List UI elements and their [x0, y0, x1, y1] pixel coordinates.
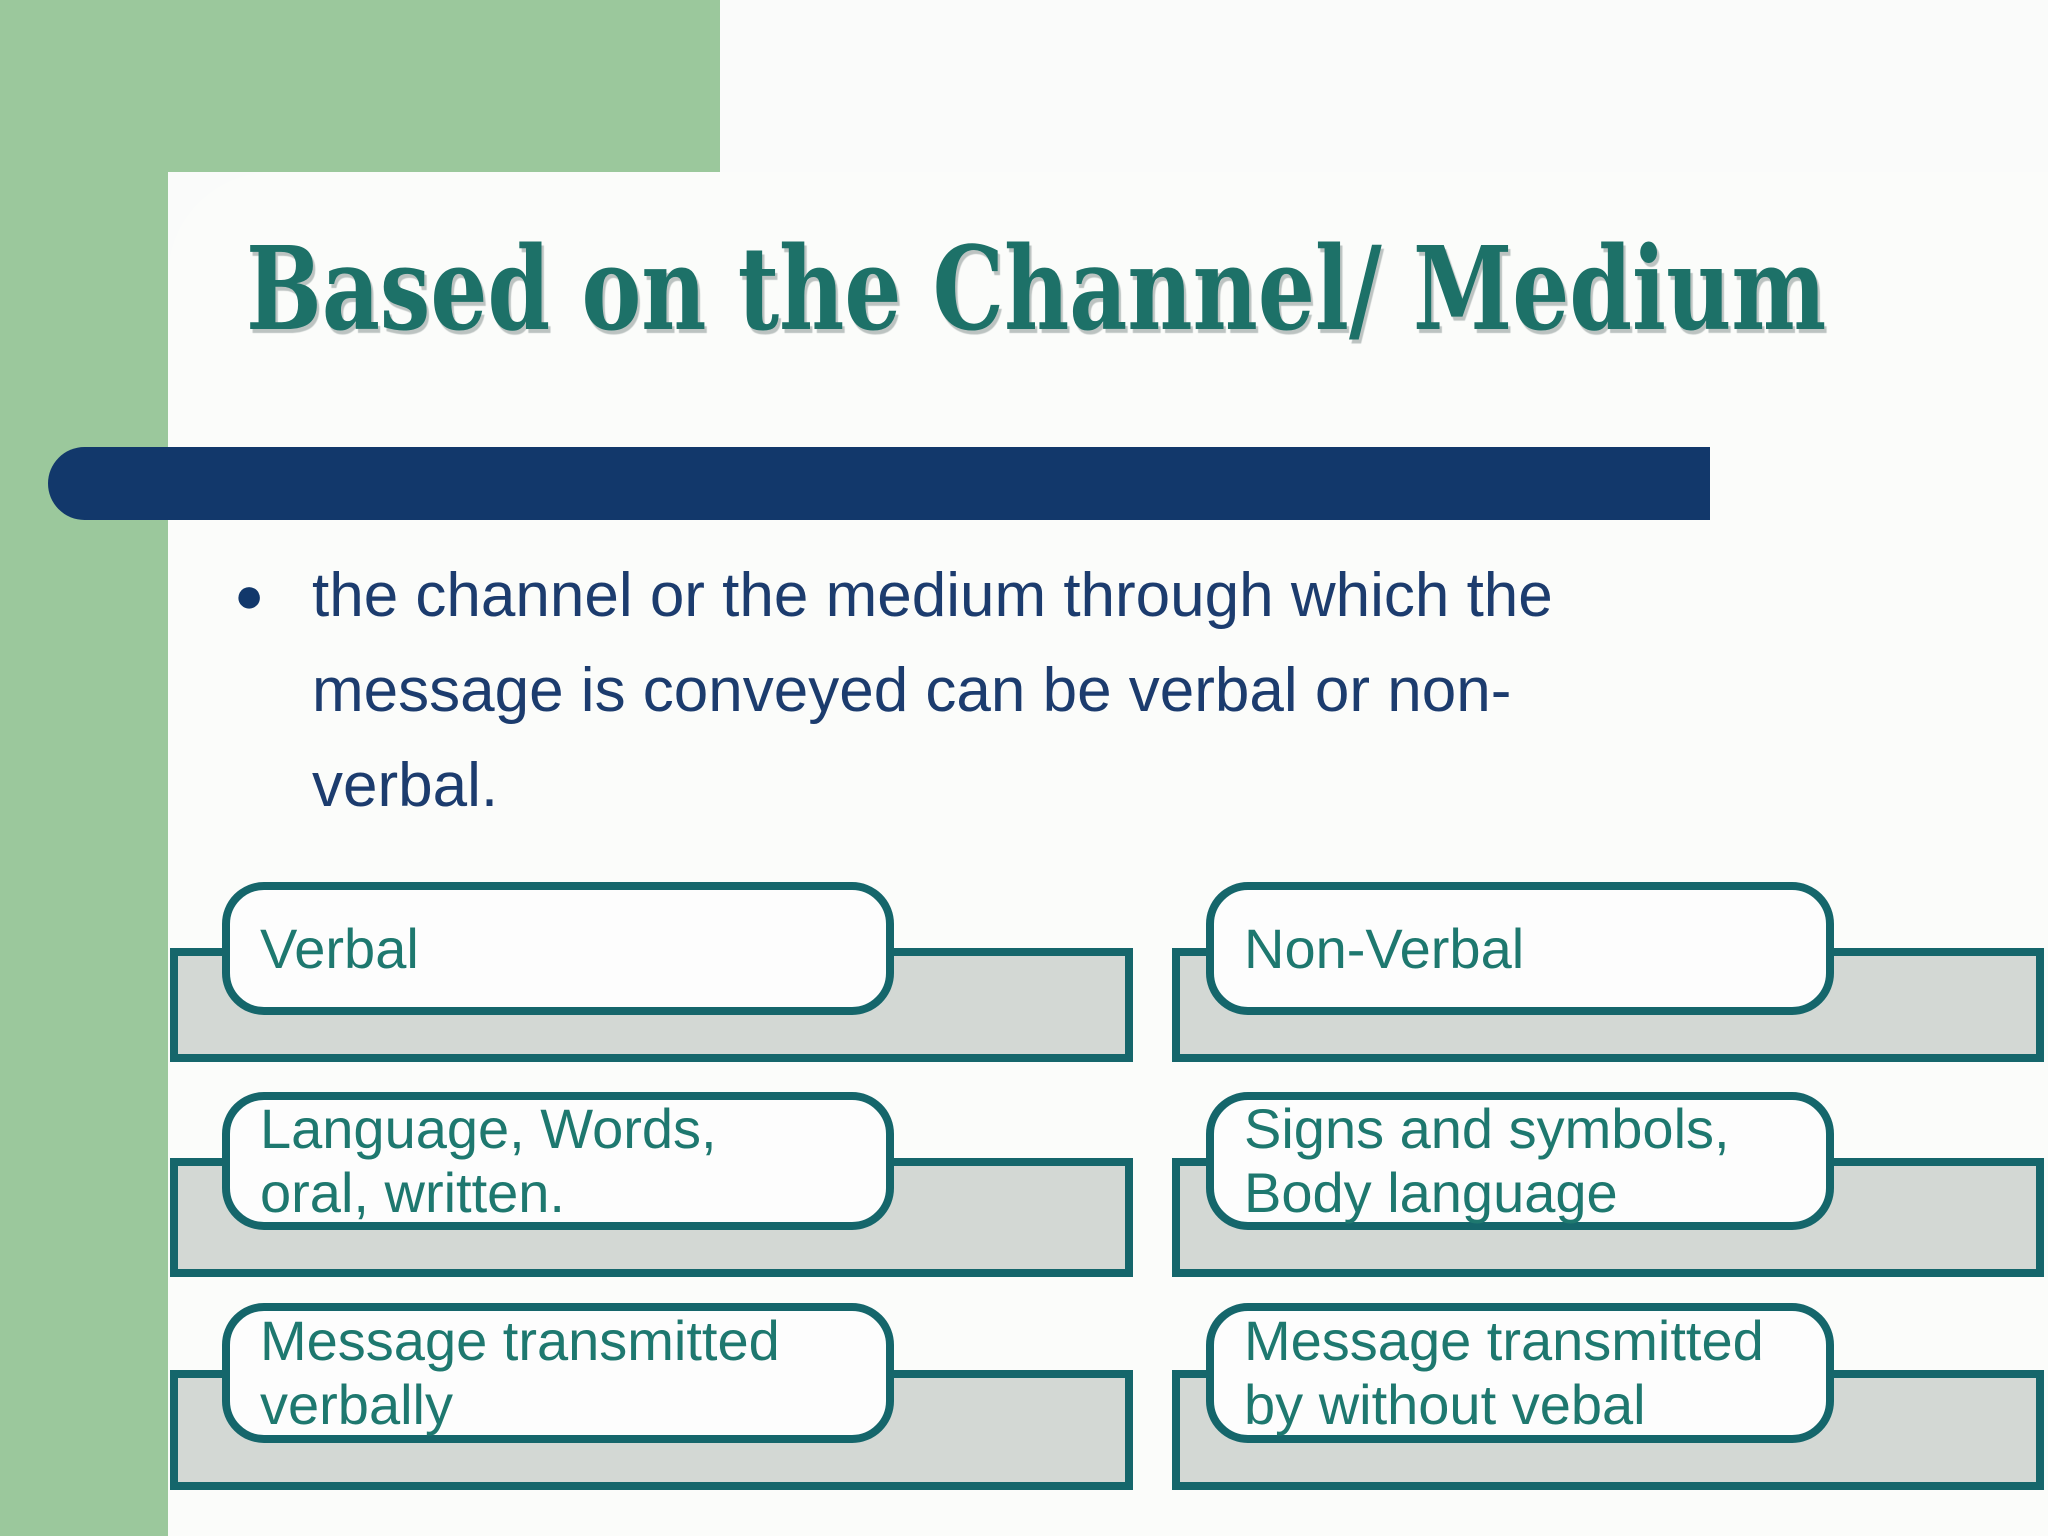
nonverbal-means-box: Signs and symbols, Body language [1206, 1092, 1834, 1230]
verbal-description-box: Message transmitted verbally [222, 1303, 894, 1443]
top-green-block [0, 0, 720, 172]
title-accent-bar [48, 447, 1710, 520]
verbal-means-box: Language, Words, oral, written. [222, 1092, 894, 1230]
nonverbal-header-label: Non-Verbal [1244, 916, 1525, 980]
nonverbal-means-line: Signs and symbols, [1244, 1097, 1730, 1160]
bullet-marker-icon: ● [234, 567, 265, 623]
left-green-sidebar [0, 0, 168, 1536]
nonverbal-description-line: Message transmitted [1244, 1309, 1764, 1372]
slide-title: Based on the Channel/ Medium [246, 222, 1827, 357]
nonverbal-means-line: Body language [1244, 1161, 1618, 1224]
bullet-text: the channel or the medium through which … [312, 548, 1553, 833]
verbal-description-line: Message transmitted [260, 1309, 780, 1372]
nonverbal-description-box: Message transmitted by without vebal [1206, 1303, 1834, 1443]
verbal-means-line: oral, written. [260, 1161, 565, 1224]
verbal-header-label: Verbal [260, 916, 419, 980]
bullet-item: ● the channel or the medium through whic… [228, 548, 1868, 833]
nonverbal-description-line: by without vebal [1244, 1373, 1646, 1436]
bullet-line: message is conveyed can be verbal or non… [312, 656, 1512, 725]
verbal-means-line: Language, Words, [260, 1097, 717, 1160]
verbal-description-line: verbally [260, 1373, 453, 1436]
bullet-line: the channel or the medium through which … [312, 561, 1553, 630]
nonverbal-header-box: Non-Verbal [1206, 882, 1834, 1015]
bullet-line: verbal. [312, 751, 499, 820]
verbal-header-box: Verbal [222, 882, 894, 1015]
